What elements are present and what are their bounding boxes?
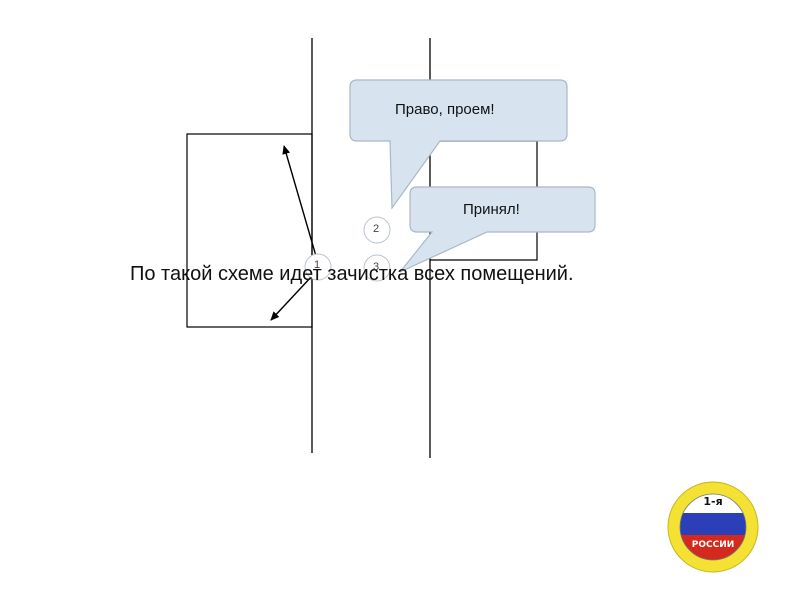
arrow-down-left (270, 275, 313, 321)
node-3 (363, 254, 391, 282)
diagram-caption: По такой схеме идет зачистка всех помеще… (130, 263, 574, 285)
node-2-label: 2 (373, 223, 380, 235)
speech-bubble-2 (399, 186, 596, 273)
left-room (186, 133, 313, 328)
node-1 (304, 253, 332, 281)
node-1-label: 1 (314, 259, 321, 271)
logo-bottom-text: РОССИИ (691, 540, 735, 550)
logo-top-text: 1-я (703, 495, 723, 508)
arrow-up-left (282, 145, 319, 264)
speech-bubble-1 (349, 79, 568, 210)
node-2 (363, 216, 391, 244)
bubble-2-text: Принял! (463, 201, 520, 218)
node-3-label: 3 (373, 261, 380, 273)
bubble-1-text: Право, проем! (395, 101, 495, 118)
logo-emblem (667, 481, 759, 573)
